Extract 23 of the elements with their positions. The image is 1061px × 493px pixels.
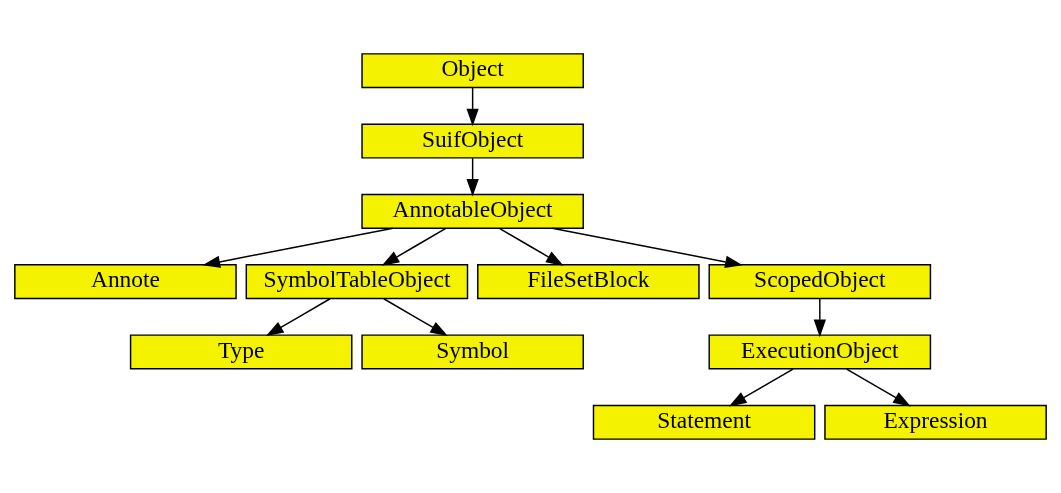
node-box: Statement bbox=[592, 404, 816, 440]
arrow bbox=[383, 298, 448, 337]
arrow bbox=[381, 227, 447, 266]
node-box: Expression bbox=[824, 404, 1047, 440]
node-box: Symbol bbox=[361, 334, 584, 370]
node-box: SuifObject bbox=[361, 123, 584, 159]
arrow bbox=[551, 227, 743, 268]
arrow bbox=[202, 227, 394, 268]
arrow bbox=[845, 368, 911, 407]
node-box: Type bbox=[129, 334, 353, 370]
arrow bbox=[466, 87, 479, 127]
node-box: ExecutionObject bbox=[708, 334, 932, 370]
node-box: Object bbox=[361, 53, 584, 89]
node-box: ScopedObject bbox=[708, 264, 932, 300]
arrow bbox=[813, 298, 826, 338]
arrow bbox=[498, 227, 564, 266]
arrow bbox=[728, 368, 794, 407]
arrow bbox=[466, 157, 479, 197]
arrow bbox=[265, 298, 331, 337]
node-box: SymbolTableObject bbox=[245, 264, 469, 300]
node-box: FileSetBlock bbox=[477, 264, 700, 300]
node-box: AnnotableObject bbox=[361, 193, 584, 229]
node-box: Annote bbox=[14, 264, 237, 300]
